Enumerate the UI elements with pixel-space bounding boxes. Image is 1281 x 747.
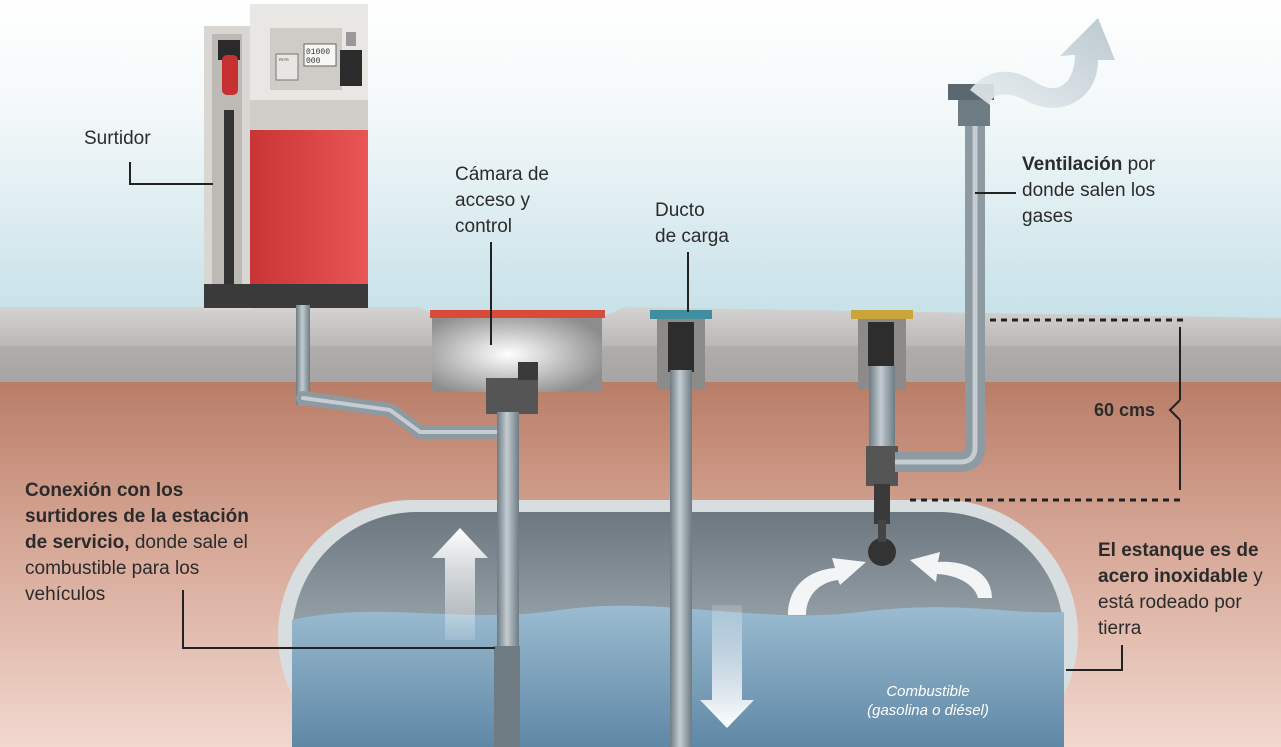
dispenser-keypad-label: PETR — [279, 59, 289, 63]
label-surtidor: Surtidor — [84, 128, 151, 149]
dispenser-pipe — [296, 305, 507, 439]
access-chamber — [430, 310, 605, 414]
fill-pipe — [650, 310, 712, 747]
label-depth: 60 cms — [1094, 400, 1156, 420]
label-ducto: Ducto de carga — [655, 200, 729, 247]
depth-brace — [1168, 327, 1181, 490]
suction-pipe — [494, 412, 520, 747]
dispenser — [204, 4, 368, 310]
gas-arrow — [970, 18, 1115, 108]
up-arrow — [432, 528, 488, 640]
label-camara: Cámara de acceso y control — [455, 164, 549, 237]
leader-lines — [129, 162, 1123, 671]
depth-markers — [910, 318, 1185, 502]
curve-arrow-right — [910, 552, 992, 598]
label-conexion: Conexión con los surtidores de la estaci… — [25, 480, 249, 605]
label-estanque: El estanque es de acero inoxidable y est… — [1098, 540, 1263, 639]
vent-assembly — [851, 84, 994, 566]
curve-arrow-left — [788, 558, 866, 615]
label-ventilacion: Ventilación por donde salen los gases — [1022, 154, 1156, 227]
dispenser-screen-line2: 000 — [306, 57, 321, 66]
down-arrow — [700, 605, 754, 728]
dispenser-screen-line1: 01000 — [306, 48, 330, 57]
label-combustible: Combustible (gasolina o diésel) — [867, 683, 989, 719]
